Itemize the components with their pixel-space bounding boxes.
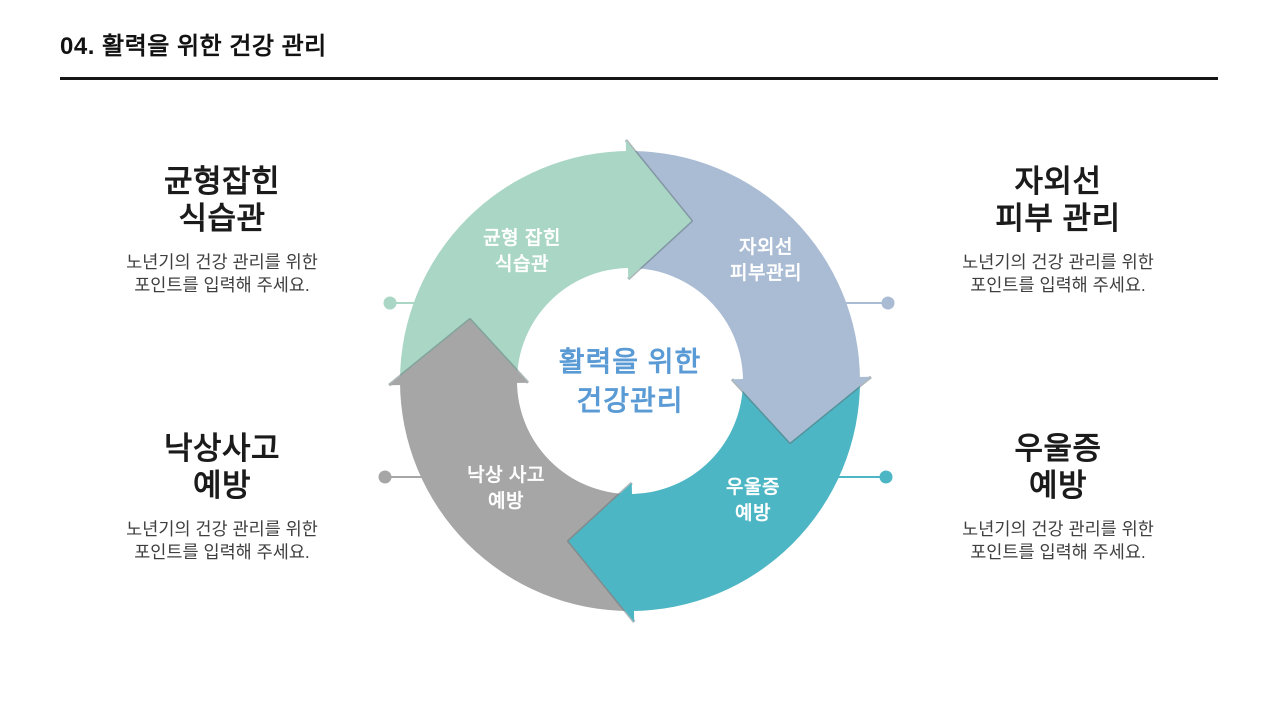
card-title-line1: 균형잡힌 bbox=[163, 164, 281, 199]
segment-label-line: 피부관리 bbox=[730, 263, 802, 284]
segment-label-line: 우울증 bbox=[726, 477, 780, 498]
card-title-line1: 자외선 bbox=[1014, 164, 1102, 199]
cycle-center-line1: 활력을 위한 bbox=[558, 346, 702, 377]
card-body-line1: 노년기의 건강 관리를 위한 bbox=[126, 519, 318, 539]
card-body-line1: 노년기의 건강 관리를 위한 bbox=[962, 252, 1154, 272]
connector-dot-top-left bbox=[383, 296, 397, 310]
card-title-line1: 우울증 bbox=[1014, 431, 1102, 466]
segment-arc-depression-prevention bbox=[630, 381, 860, 611]
card-balanced-diet: 균형잡힌 식습관 노년기의 건강 관리를 위한 포인트를 입력해 주세요. bbox=[42, 163, 402, 297]
card-title: 균형잡힌 식습관 bbox=[42, 163, 402, 237]
card-title-line2: 예방 bbox=[192, 468, 252, 503]
segment-arrowhead-uv-skin-care bbox=[731, 376, 871, 443]
card-body-line2: 포인트를 입력해 주세요. bbox=[134, 275, 310, 295]
segment-label-line: 낙상 사고 bbox=[467, 465, 545, 486]
cycle-center-label: 활력을 위한 건강관리 bbox=[559, 342, 702, 420]
segment-arrowhead-depression-prevention bbox=[568, 482, 635, 622]
segment-label-line: 균형 잡힌 bbox=[483, 228, 561, 249]
segment-label-balanced-diet: 균형 잡힌 식습관 bbox=[483, 226, 561, 278]
card-title-line2: 식습관 bbox=[178, 201, 266, 236]
slide-title: 04. 활력을 위한 건강 관리 bbox=[60, 33, 327, 60]
card-title-line1: 낙상사고 bbox=[163, 431, 281, 466]
card-body-line1: 노년기의 건강 관리를 위한 bbox=[962, 519, 1154, 539]
card-body-line2: 포인트를 입력해 주세요. bbox=[970, 275, 1146, 295]
segment-label-depression-prevention: 우울증 예방 bbox=[726, 475, 780, 527]
connector-dot-bottom-left bbox=[378, 470, 392, 484]
card-uv-skin-care: 자외선 피부 관리 노년기의 건강 관리를 위한 포인트를 입력해 주세요. bbox=[878, 163, 1238, 297]
segment-arc-uv-skin-care bbox=[630, 151, 860, 381]
card-body: 노년기의 건강 관리를 위한 포인트를 입력해 주세요. bbox=[878, 251, 1238, 297]
card-body: 노년기의 건강 관리를 위한 포인트를 입력해 주세요. bbox=[42, 251, 402, 297]
card-title: 우울증 예방 bbox=[878, 430, 1238, 504]
card-body-line1: 노년기의 건강 관리를 위한 bbox=[126, 252, 318, 272]
card-fall-prevention: 낙상사고 예방 노년기의 건강 관리를 위한 포인트를 입력해 주세요. bbox=[42, 430, 402, 564]
connector-dot-top-right bbox=[881, 296, 895, 310]
card-title-line2: 예방 bbox=[1028, 468, 1088, 503]
card-title: 자외선 피부 관리 bbox=[878, 163, 1238, 237]
segment-label-uv-skin-care: 자외선 피부관리 bbox=[730, 235, 802, 287]
card-title: 낙상사고 예방 bbox=[42, 430, 402, 504]
segment-arrowhead-balanced-diet bbox=[625, 140, 692, 280]
segment-arc-balanced-diet bbox=[400, 151, 630, 381]
segment-arc-fall-prevention bbox=[400, 381, 630, 611]
card-body: 노년기의 건강 관리를 위한 포인트를 입력해 주세요. bbox=[42, 518, 402, 564]
card-body-line2: 포인트를 입력해 주세요. bbox=[970, 542, 1146, 562]
segment-label-line: 식습관 bbox=[495, 254, 549, 275]
card-body-line2: 포인트를 입력해 주세요. bbox=[134, 542, 310, 562]
segment-arrowhead-fall-prevention bbox=[389, 319, 529, 386]
connector-dot-bottom-right bbox=[879, 470, 893, 484]
card-body: 노년기의 건강 관리를 위한 포인트를 입력해 주세요. bbox=[878, 518, 1238, 564]
segment-label-line: 예방 bbox=[735, 503, 771, 524]
card-title-line2: 피부 관리 bbox=[995, 201, 1121, 236]
segment-label-fall-prevention: 낙상 사고 예방 bbox=[467, 463, 545, 515]
card-depression-prevention: 우울증 예방 노년기의 건강 관리를 위한 포인트를 입력해 주세요. bbox=[878, 430, 1238, 564]
segment-label-line: 자외선 bbox=[739, 237, 793, 258]
cycle-center-line2: 건강관리 bbox=[576, 385, 684, 416]
slide-header: 04. 활력을 위한 건강 관리 bbox=[60, 30, 1218, 80]
title-divider bbox=[60, 77, 1218, 80]
segment-label-line: 예방 bbox=[488, 491, 524, 512]
